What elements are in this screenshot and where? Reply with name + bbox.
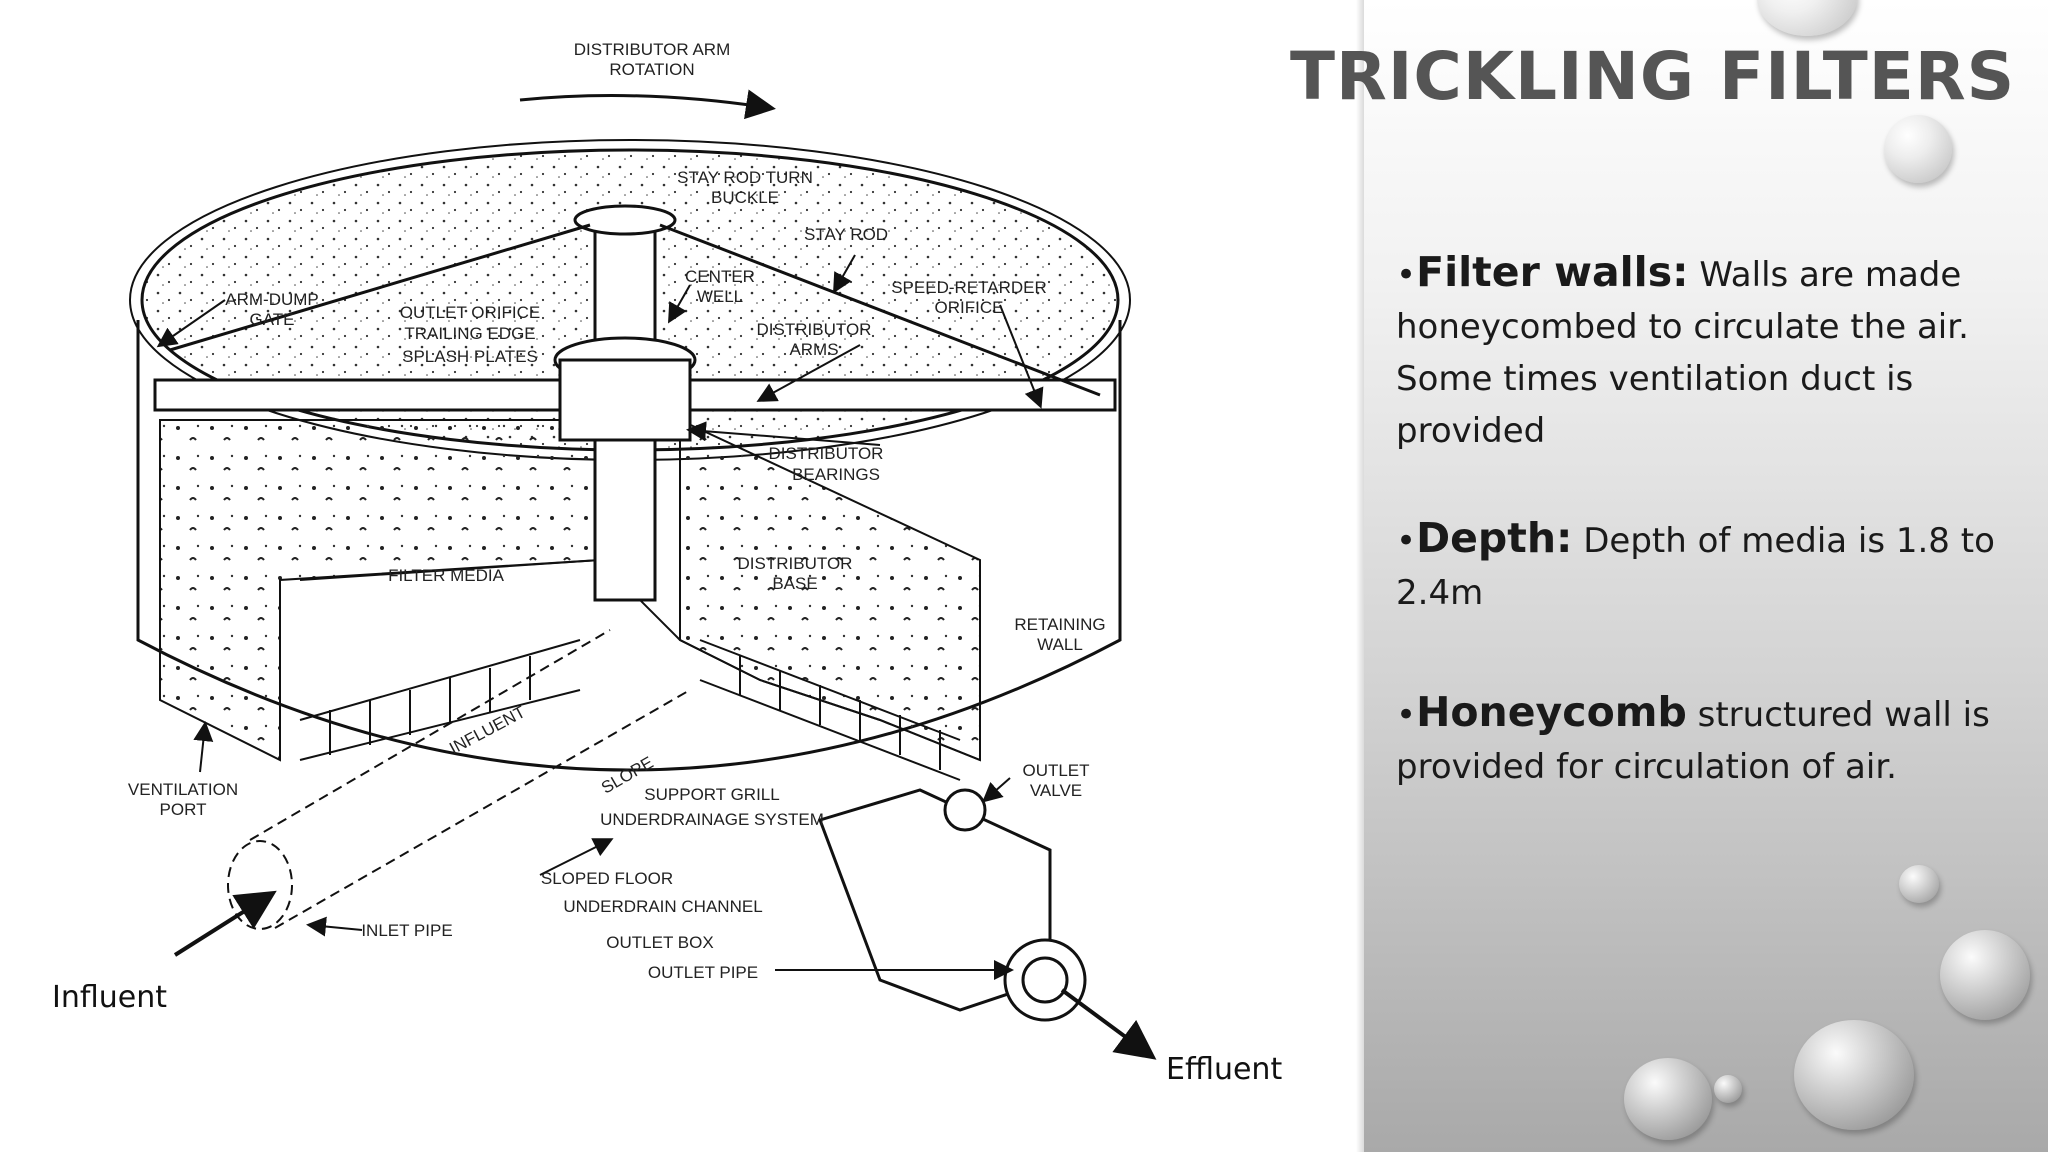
label-ventilation-port-2: PORT — [160, 800, 207, 819]
bullet-marker: • — [1396, 255, 1417, 295]
bullet-text: structured wall is provided for circulat… — [1396, 695, 1990, 787]
text-panel — [1364, 0, 2048, 1152]
bullet-filter-walls: •Filter walls: Walls are made honeycombe… — [1396, 246, 1996, 457]
label-sloped-floor: SLOPED FLOOR — [541, 869, 673, 888]
label-outlet-pipe: OUTLET PIPE — [648, 963, 758, 982]
label-underdrainage-system: UNDERDRAINAGE SYSTEM — [600, 810, 824, 829]
water-drop-decoration — [1714, 1075, 1742, 1103]
filter-media-cutaway — [159, 419, 601, 762]
bullet-text: Walls are made honeycombed to circulate … — [1396, 255, 1969, 451]
label-influent: Influent — [52, 980, 167, 1015]
outlet-valve — [943, 788, 987, 832]
label-outlet-valve: OUTLET — [1022, 761, 1089, 780]
inlet-pipe — [227, 840, 293, 930]
label-effluent: Effluent — [1166, 1052, 1282, 1087]
label-outlet-orifice: OUTLET ORIFICE — [400, 303, 540, 322]
panel-shadow — [1356, 0, 1366, 1152]
underdrain-blocks — [299, 639, 961, 781]
label-retaining-wall-2: WALL — [1037, 635, 1083, 654]
bullet-honeycomb: •Honeycomb structured wall is provided f… — [1396, 686, 1996, 793]
label-trailing-edge: TRAILING EDGE — [404, 324, 535, 343]
label-inlet-pipe: INLET PIPE — [361, 921, 452, 940]
rotation-arrow — [519, 89, 776, 120]
label-arm-rotation: DISTRIBUTOR ARM — [574, 40, 730, 59]
water-drop-decoration — [1899, 865, 1939, 903]
label-distributor-base: DISTRIBUTOR — [738, 554, 853, 573]
label-filter-media: FILTER MEDIA — [388, 566, 505, 585]
bullet-depth: •Depth: Depth of media is 1.8 to 2.4m — [1396, 512, 1996, 619]
water-drop-decoration — [1794, 1020, 1914, 1130]
water-drop-decoration — [1624, 1058, 1712, 1140]
label-distributor-base-2: BASE — [772, 574, 817, 593]
label-influent-inner: INFLUENT — [446, 702, 528, 758]
label-ventilation-port: VENTILATION — [128, 780, 238, 799]
label-distributor-arms-2: ARMS — [789, 340, 838, 359]
label-retaining-wall: RETAINING — [1014, 615, 1105, 634]
label-speed-retarder: SPEED-RETARDER — [891, 278, 1047, 297]
label-outlet-box: OUTLET BOX — [606, 933, 713, 952]
trickling-filter-diagram: DISTRIBUTOR ARM ROTATION STAY ROD TURN B… — [52, 40, 1282, 1087]
label-stay-rod-turn: STAY ROD TURN — [677, 168, 813, 187]
label-distributor-arms: DISTRIBUTOR — [757, 320, 872, 339]
label-underdrain-channel: UNDERDRAIN CHANNEL — [563, 897, 762, 916]
bullet-marker: • — [1396, 521, 1417, 561]
label-stay-rod: STAY ROD — [804, 225, 888, 244]
label-arm-dump-gate: ARM-DUMP — [225, 290, 319, 309]
outlet-pipe — [1003, 938, 1087, 1022]
label-stay-rod-turn-2: BUCKLE — [711, 188, 779, 207]
label-arm-rotation-2: ROTATION — [609, 60, 694, 79]
bullet-term: Filter walls: — [1416, 248, 1689, 296]
water-drop-decoration — [1940, 930, 2030, 1020]
water-drop-decoration — [1757, 0, 1857, 36]
label-distributor-bearings-2: BEARINGS — [792, 465, 880, 484]
bullet-term: Honeycomb — [1416, 688, 1687, 736]
label-arm-dump-gate-2: GATE — [249, 310, 294, 329]
slide-title: TRICKLING FILTERS — [1290, 38, 2016, 115]
bullet-term: Depth: — [1416, 514, 1573, 562]
label-outlet-valve-2: VALVE — [1030, 781, 1082, 800]
label-speed-retarder-2: ORIFICE — [935, 298, 1004, 317]
water-drop-decoration — [1884, 115, 1952, 183]
label-center-well-2: WELL — [697, 287, 743, 306]
bullet-text: Depth of media is 1.8 to 2.4m — [1396, 521, 1995, 613]
label-splash-plates: SPLASH PLATES — [402, 347, 538, 366]
label-distributor-bearings: DISTRIBUTOR — [769, 444, 884, 463]
bullet-marker: • — [1396, 695, 1417, 735]
label-support-grill: SUPPORT GRILL — [644, 785, 779, 804]
label-center-well: CENTER — [685, 267, 755, 286]
